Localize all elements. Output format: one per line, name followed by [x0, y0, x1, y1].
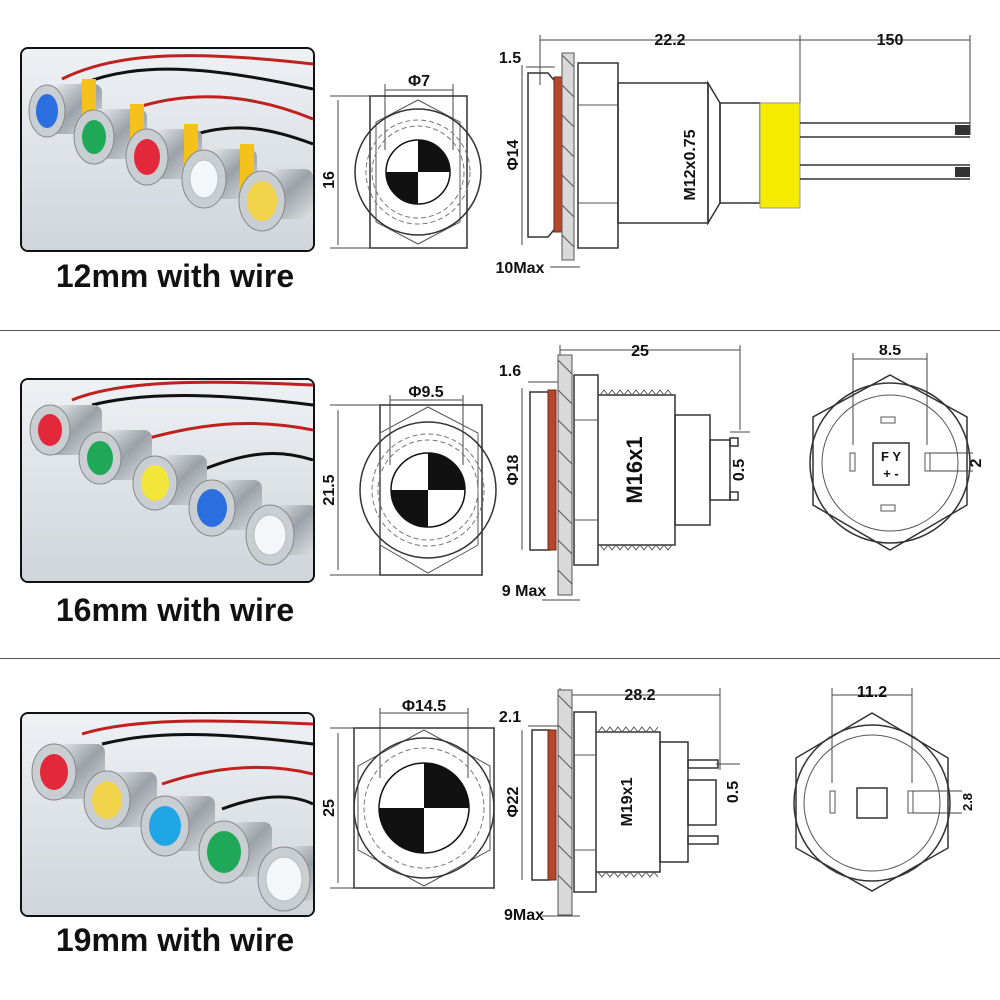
caption-16mm: 16mm with wire — [55, 592, 295, 628]
dim-pin-spacing: 8.5 — [879, 345, 901, 359]
dim-flange-thickness: 1.5 — [499, 50, 521, 67]
dim-panel-max: 9 Max — [502, 583, 547, 600]
dim-hole-dia: Φ9.5 — [408, 384, 443, 401]
front-view-16mm: 21.5 Φ9.5 — [321, 384, 497, 576]
caption-19mm: 19mm with wire — [55, 922, 295, 958]
side-view-19mm: 28.2 2.1 Φ22 M19x1 0.5 9Max — [499, 687, 742, 924]
dim-flange-dia: Φ14 — [505, 139, 522, 170]
gasket — [547, 729, 557, 881]
led-yellow — [238, 169, 313, 232]
back-view-19mm: 11.2 2.8 — [793, 684, 975, 892]
section-16mm: 16mm with wire 21.5 Φ9.5 25 1.6 Φ18 — [0, 330, 1000, 658]
led-white — [245, 504, 313, 566]
back-view-16mm: 8.5 F Y + - 2 — [809, 345, 985, 551]
led-cyan — [140, 795, 215, 857]
gasket — [553, 76, 563, 233]
thread-spec: M16x1 — [622, 436, 647, 503]
thread-spec: M12x0.75 — [682, 129, 699, 200]
dim-flange-dia: Φ22 — [505, 786, 522, 817]
dim-flange-thickness: 1.6 — [499, 363, 521, 380]
target-symbol — [378, 762, 470, 854]
dim-hex-width: 21.5 — [321, 474, 338, 505]
pins — [687, 759, 719, 845]
led-white — [257, 846, 313, 912]
side-view-12mm: 22.2 150 1.5 Φ14 M12x0.75 10Max — [496, 32, 971, 277]
dim-wire-length: 150 — [877, 32, 904, 49]
dim-pin-thickness: 0.5 — [731, 459, 748, 481]
dim-length: 22.2 — [654, 32, 685, 49]
gasket — [547, 389, 557, 551]
dim-length: 28.2 — [624, 687, 655, 704]
dim-hex-width: 16 — [321, 171, 338, 189]
wires — [800, 122, 970, 180]
section-12mm: 12mm with wire 16 Φ7 22.2 150 1.5 Φ14 — [0, 0, 1000, 330]
led-green — [198, 820, 272, 884]
dim-flange-thickness: 2.1 — [499, 709, 521, 726]
dim-length: 25 — [631, 343, 649, 360]
dim-hex-width: 25 — [321, 799, 338, 817]
dim-panel-max: 10Max — [496, 260, 545, 277]
pin-marking-bottom: + - — [883, 466, 899, 481]
led-blue — [188, 479, 262, 537]
target-symbol — [385, 139, 451, 205]
front-view-19mm: 25 Φ14.5 — [321, 698, 495, 889]
section-19mm: 19mm with wire 25 Φ14.5 28.2 2.1 Φ22 — [0, 658, 1000, 1000]
dim-pin-spacing: 11.2 — [857, 684, 887, 701]
thread-spec: M19x1 — [619, 777, 636, 826]
wire-sleeve — [759, 102, 801, 209]
caption-12mm: 12mm with wire — [55, 258, 295, 294]
pins — [729, 437, 739, 501]
divider-2 — [0, 658, 1000, 659]
target-symbol — [390, 452, 466, 528]
dim-pin-thickness: 0.5 — [725, 781, 742, 803]
dim-hole-dia: Φ7 — [408, 73, 430, 90]
dim-pin-width: 2 — [968, 458, 985, 467]
product-photo-12mm — [20, 47, 315, 252]
dim-panel-max: 9Max — [504, 907, 544, 924]
product-photo-19mm — [20, 712, 315, 917]
dim-flange-dia: Φ18 — [505, 454, 522, 485]
product-photo-16mm — [20, 378, 315, 583]
side-view-16mm: 25 1.6 Φ18 M16x1 0.5 9 Max — [499, 343, 750, 601]
divider-1 — [0, 330, 1000, 331]
dim-pin-width: 2.8 — [960, 793, 975, 811]
front-view-12mm: 16 Φ7 — [321, 73, 482, 249]
dim-hole-dia: Φ14.5 — [402, 698, 446, 715]
pin-marking-top: F Y — [881, 449, 901, 464]
